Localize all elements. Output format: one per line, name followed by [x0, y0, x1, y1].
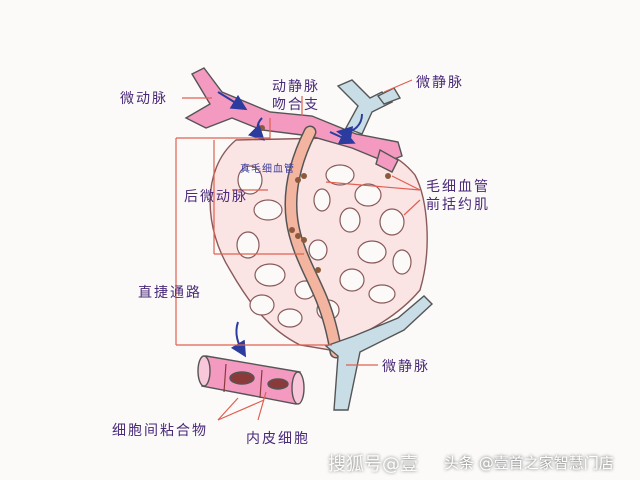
- precapillary-sphincters: [259, 125, 391, 273]
- label-intercellular-cement: 细胞间粘合物: [112, 423, 208, 439]
- endothelial-tube: [197, 355, 305, 405]
- label-venule-top: 微静脉: [416, 75, 464, 91]
- label-precapillary-sphincter-1: 毛细血管: [426, 179, 490, 195]
- label-thoroughfare-channel: 直捷通路: [138, 285, 202, 301]
- flow-arrows: [217, 91, 363, 358]
- label-precapillary-sphincter-2: 前括约肌: [426, 197, 490, 213]
- label-true-capillary: 真毛细血管: [240, 164, 295, 175]
- label-endothelial-cell: 内皮细胞: [246, 431, 310, 447]
- label-av-anastomosis-2: 吻合支: [272, 97, 320, 113]
- label-arteriole: 微动脉: [120, 91, 168, 107]
- label-metarteriole: 后微动脉: [184, 189, 248, 205]
- watermark-left: 搜狐号@壹: [328, 454, 418, 475]
- label-venule-bottom: 微静脉: [382, 359, 430, 375]
- watermark-right: 头条 @壹首之家智慧门店: [444, 454, 614, 472]
- leader-lines: [175, 79, 421, 421]
- label-av-anastomosis-1: 动静脉: [272, 79, 320, 95]
- venule-bottom: [324, 295, 434, 411]
- venule-top: [336, 79, 402, 135]
